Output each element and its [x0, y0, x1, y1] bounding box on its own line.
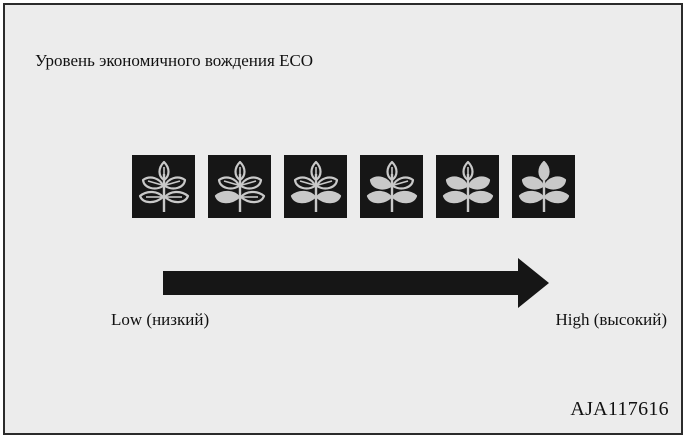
leaf-vein — [393, 179, 408, 186]
bottom-left-leaf — [138, 190, 164, 203]
direction-arrow — [163, 258, 549, 308]
bottom-right-leaf — [467, 190, 493, 203]
leaf-vein — [241, 179, 256, 186]
leaf-vein — [165, 179, 180, 186]
mid-right-leaf — [543, 175, 566, 190]
top-leaf — [461, 160, 474, 181]
mid-right-leaf — [315, 175, 338, 190]
eco-leaf-icon — [360, 155, 423, 218]
high-label: High (высокий) — [555, 310, 667, 329]
bottom-right-leaf — [543, 190, 569, 203]
top-leaf — [309, 160, 322, 181]
mid-right-leaf — [391, 175, 414, 190]
top-leaf — [385, 160, 398, 181]
mid-right-leaf — [467, 175, 490, 190]
top-leaf — [537, 160, 550, 181]
leaf-sprig-icon — [214, 160, 265, 212]
bottom-left-leaf — [366, 190, 392, 203]
eco-leaf-icon — [284, 155, 347, 218]
mid-left-leaf — [445, 175, 468, 190]
leaf-vein — [147, 179, 162, 186]
mid-left-leaf — [293, 175, 316, 190]
leaf-sprig-icon — [138, 160, 189, 212]
bottom-left-leaf — [442, 190, 468, 203]
mid-left-leaf — [521, 175, 544, 190]
bottom-right-leaf — [239, 190, 265, 203]
figure-title: Уровень экономичного вождения ECO — [35, 51, 314, 70]
eco-level-icons — [132, 155, 575, 218]
top-leaf — [233, 160, 246, 181]
figure-code: AJA117616 — [570, 398, 669, 420]
leaf-sprig-icon — [366, 160, 417, 212]
leaf-sprig-icon — [442, 160, 493, 212]
mid-left-leaf — [369, 175, 392, 190]
mid-right-leaf — [239, 175, 262, 190]
leaf-vein — [299, 179, 314, 186]
mid-right-leaf — [163, 175, 186, 190]
bottom-right-leaf — [391, 190, 417, 203]
top-leaf — [157, 160, 170, 181]
bottom-right-leaf — [315, 190, 341, 203]
eco-leaf-icon — [208, 155, 271, 218]
bottom-left-leaf — [290, 190, 316, 203]
bottom-left-leaf — [518, 190, 544, 203]
mid-left-leaf — [141, 175, 164, 190]
figure-frame: Уровень экономичного вождения ECO Low (н… — [3, 3, 683, 435]
leaf-vein — [317, 179, 332, 186]
low-label: Low (низкий) — [111, 310, 210, 329]
eco-leaf-icon — [436, 155, 499, 218]
leaf-sprig-icon — [290, 160, 341, 212]
bottom-right-leaf — [163, 190, 189, 203]
bottom-left-leaf — [214, 190, 240, 203]
leaf-sprig-icon — [518, 160, 569, 212]
eco-leaf-icon — [512, 155, 575, 218]
mid-left-leaf — [217, 175, 240, 190]
eco-leaf-icon — [132, 155, 195, 218]
leaf-vein — [223, 179, 238, 186]
